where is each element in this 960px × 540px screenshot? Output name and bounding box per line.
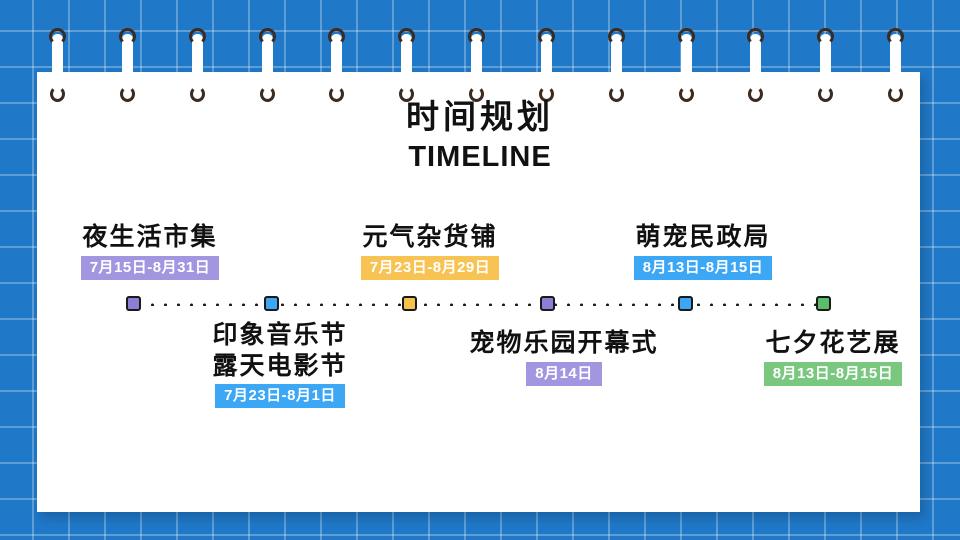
marker-1[interactable] [126, 296, 141, 311]
event-date-badge: 7月23日-8月1日 [215, 384, 345, 409]
axis-dotted-line [133, 302, 823, 306]
event-night-market[interactable]: 夜生活市集 7月15日-8月31日 [0, 222, 310, 280]
marker-4[interactable] [540, 296, 555, 311]
timeline-axis [126, 296, 831, 311]
event-date-row: 7月23日-8月29日 [270, 255, 590, 280]
event-title: 七夕花艺展 [765, 328, 901, 357]
event-date-badge: 7月15日-8月31日 [80, 255, 220, 280]
event-title: 夜生活市集 [82, 222, 218, 251]
event-date-row: 7月15日-8月31日 [0, 255, 310, 280]
event-qixi-flower-show[interactable]: 七夕花艺展 8月13日-8月15日 [673, 328, 960, 386]
event-date-row: 8月14日 [404, 361, 724, 386]
event-vitality-store[interactable]: 元气杂货铺 7月23日-8月29日 [270, 222, 590, 280]
event-date-badge: 8月13日-8月15日 [633, 255, 773, 280]
marker-6[interactable] [816, 296, 831, 311]
event-title: 元气杂货铺 [362, 222, 498, 251]
event-date-badge: 8月14日 [526, 361, 602, 386]
event-date-row: 8月13日-8月15日 [543, 255, 863, 280]
marker-2[interactable] [264, 296, 279, 311]
notepad-card [37, 72, 920, 512]
event-pet-civil-bureau[interactable]: 萌宠民政局 8月13日-8月15日 [543, 222, 863, 280]
event-title: 印象音乐节 [212, 320, 348, 349]
event-pet-park-opening[interactable]: 宠物乐园开幕式 8月14日 [404, 328, 724, 386]
page-title-en: TIMELINE [408, 141, 552, 174]
page-title-cn: 时间规划 [406, 97, 554, 136]
marker-5[interactable] [678, 296, 693, 311]
event-title: 萌宠民政局 [635, 222, 771, 251]
event-date-row: 8月13日-8月15日 [673, 361, 960, 386]
marker-3[interactable] [402, 296, 417, 311]
event-date-row: 7月23日-8月1日 [120, 384, 440, 409]
event-music-film-festival[interactable]: 印象音乐节露天电影节 7月23日-8月1日 [120, 320, 440, 409]
event-title: 宠物乐园开幕式 [469, 328, 659, 357]
event-date-badge: 8月13日-8月15日 [763, 361, 903, 386]
title-block: 时间规划 TIMELINE [0, 96, 960, 176]
event-title: 露天电影节 [212, 350, 348, 380]
event-date-badge: 7月23日-8月29日 [360, 255, 500, 280]
